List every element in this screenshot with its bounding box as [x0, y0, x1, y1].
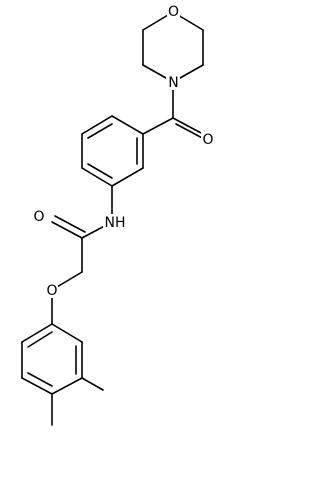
bond: [51, 377, 83, 395]
atom-label-morpholine-oxygen: O: [168, 4, 179, 20]
bond: [111, 167, 144, 187]
bond: [51, 221, 83, 239]
chemical-structure: O N O NH O O: [21, 3, 214, 426]
atom-label-carbonyl-oxygen-right: O: [202, 132, 213, 148]
bond: [87, 163, 113, 179]
atom-label-ether-oxygen: O: [46, 283, 57, 299]
bond: [54, 215, 86, 233]
bond: [111, 115, 144, 135]
bond: [27, 331, 53, 348]
bond: [21, 323, 53, 343]
bond: [172, 117, 204, 135]
atom-label-amide-nh: NH: [105, 215, 126, 231]
atom-label-morpholine-nitrogen: N: [168, 75, 178, 91]
bond: [142, 117, 174, 135]
bond: [87, 123, 113, 139]
atom-label-carbonyl-oxygen-left: O: [33, 209, 44, 225]
bond: [27, 372, 53, 387]
bond: [51, 323, 83, 343]
bond: [81, 115, 113, 135]
bond: [81, 167, 113, 187]
atom-labels: O N O NH O O: [32, 3, 214, 299]
bond: [81, 377, 104, 391]
bond: [21, 377, 53, 395]
